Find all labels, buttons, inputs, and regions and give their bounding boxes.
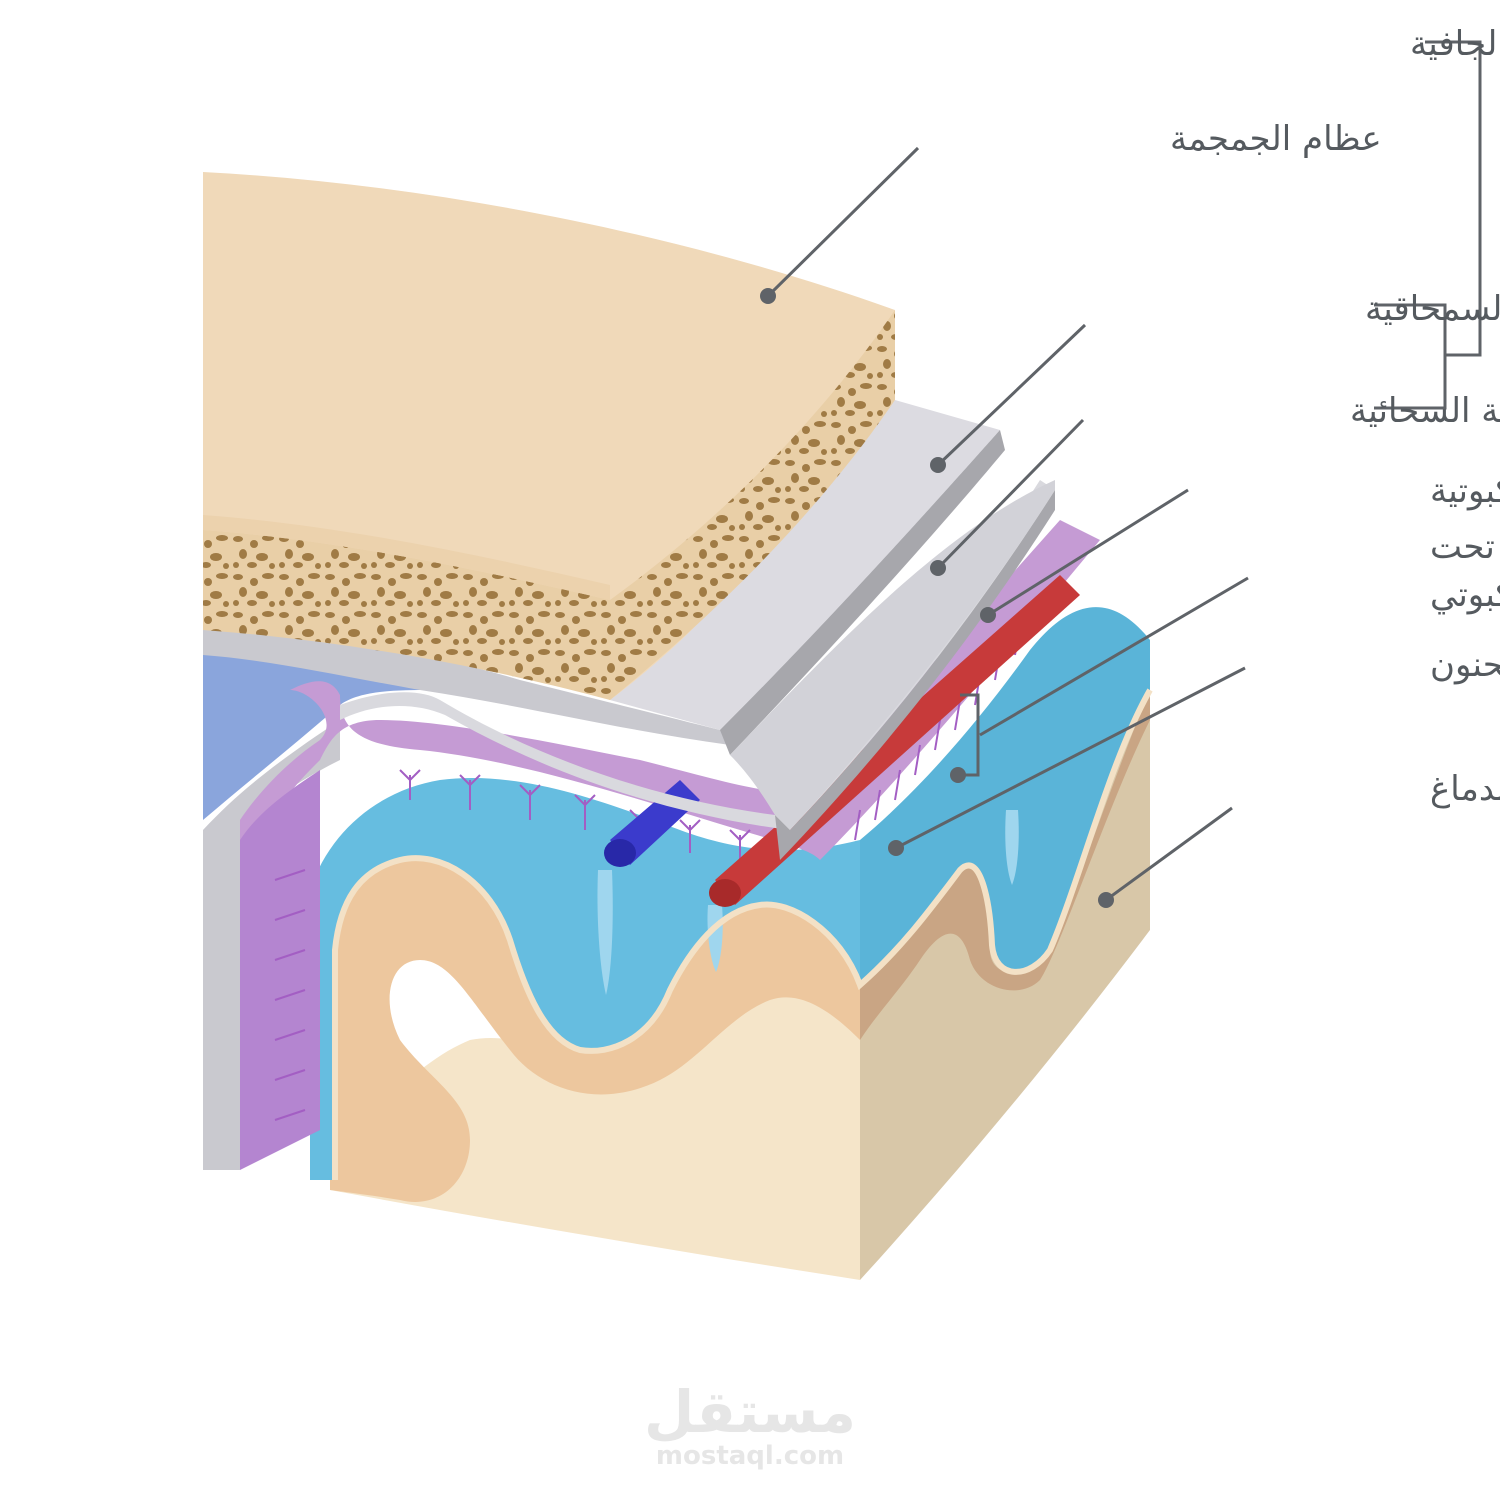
dot-periosteal — [930, 457, 946, 473]
leader-arachnoid — [987, 488, 1189, 617]
bracket-subarachnoid — [960, 693, 980, 777]
brain-gray-matter-front — [330, 837, 860, 1202]
arachnoid-strip-left — [240, 770, 320, 1170]
label-periosteal-layer: الطبقة السمحاقية — [1365, 289, 1500, 329]
arachnoid-mater — [240, 520, 1100, 1170]
watermark-arabic: مستقل — [644, 1378, 856, 1446]
meningeal-top — [340, 480, 1055, 830]
label-dura-mater: الأم الجافية — [1410, 22, 1500, 64]
meningeal-edge — [775, 490, 1055, 860]
dot-pia — [888, 840, 904, 856]
label-subarachnoid-line1: الحيز تحت — [1430, 527, 1500, 567]
meningeal-front-strip — [730, 480, 1055, 830]
watermark-latin: mostaql.com — [656, 1441, 844, 1471]
label-subarachnoid-line2: العنكبوتي — [1430, 575, 1500, 615]
csf-sulcus-drip-3 — [1005, 810, 1019, 885]
csf-sulcus-drip-1 — [597, 870, 613, 995]
leader-pia — [895, 666, 1246, 850]
brain-white-matter-front — [330, 949, 860, 1280]
label-pia-mater: الأم الحنون — [1430, 643, 1500, 685]
skull-spongy-side — [610, 310, 895, 700]
leader-subarachnoid — [979, 576, 1249, 737]
periosteal-top — [610, 400, 1000, 730]
dot-skull — [760, 288, 776, 304]
skull-inner-strip — [203, 515, 610, 600]
leader-meningeal — [936, 418, 1085, 570]
dot-brain — [1098, 892, 1114, 908]
dura-meningeal-layer — [340, 480, 1055, 860]
dot-arachnoid — [980, 607, 996, 623]
dot-subarachnoid — [950, 767, 966, 783]
label-meningeal-layer: الطبقة السحائية — [1350, 391, 1500, 431]
csf-side — [860, 607, 1150, 985]
label-arachnoid-mater: الأم العنكبوتية — [1430, 469, 1500, 511]
skull-bone — [203, 172, 895, 700]
leader-skull — [766, 146, 920, 298]
dura-periosteal-layer — [203, 400, 1055, 830]
watermark: مستقل mostaql.com — [644, 1378, 856, 1471]
arachnoid-trabeculae — [274, 599, 1041, 1121]
periosteal-edge — [720, 430, 1005, 755]
label-brain-tissue: نسيج الدماغ — [1430, 769, 1500, 809]
arachnoid-front — [240, 520, 1100, 1170]
bracket-dura-mater — [1425, 40, 1482, 357]
leader-lines — [760, 40, 1482, 908]
skull-spongy-front — [203, 530, 610, 700]
vein-end — [604, 839, 636, 867]
leader-periosteal — [936, 323, 1087, 467]
dura-falx-wall — [203, 720, 340, 1170]
dot-meningeal — [930, 560, 946, 576]
artery-end — [709, 879, 741, 907]
pia-mater-outline — [332, 688, 1153, 1180]
ventricle — [203, 655, 430, 820]
label-skull-bone: عظام الجمجمة — [1170, 119, 1382, 159]
labels: الأم الجافية عظام الجمجمة الطبقة السمحاق… — [1170, 22, 1500, 809]
leader-brain — [1105, 806, 1233, 902]
